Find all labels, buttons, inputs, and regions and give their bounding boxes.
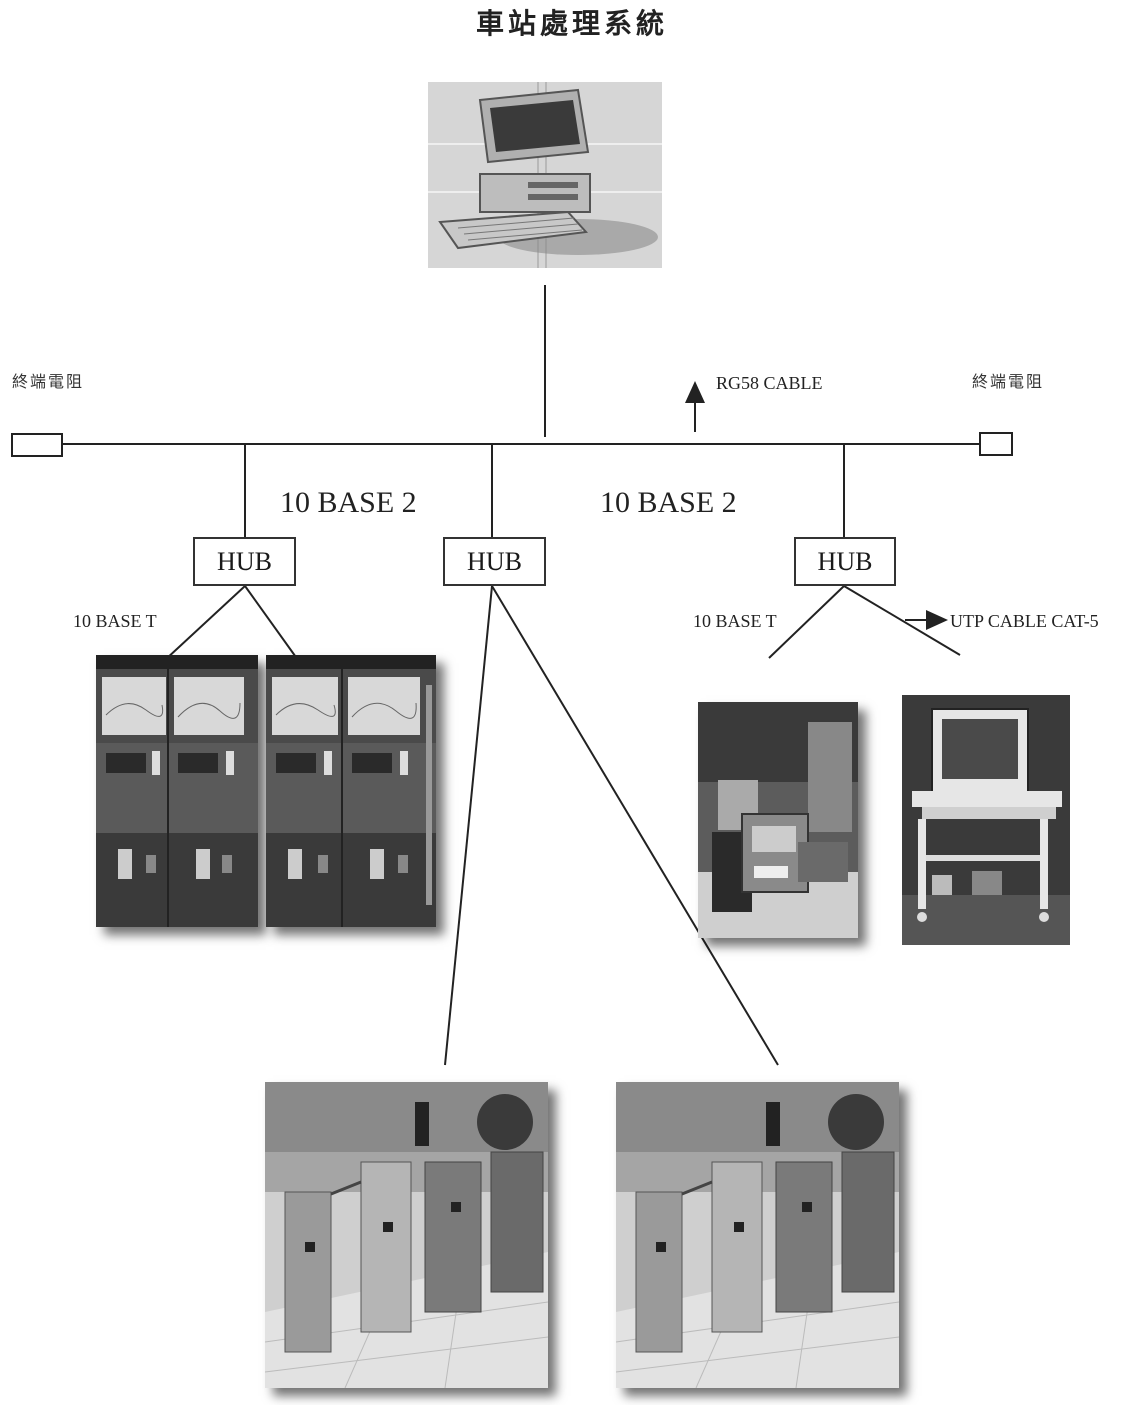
segment-label-right: 10 BASE 2 <box>600 486 737 519</box>
utp-cable-label: UTP CABLE CAT-5 <box>950 611 1099 631</box>
hub3-link-left <box>768 585 845 659</box>
hub-right: HUB <box>794 537 896 586</box>
computer-terminal-image <box>902 695 1070 945</box>
hub3-link-right <box>843 585 961 656</box>
segment-label-left: 10 BASE 2 <box>280 486 417 519</box>
rg58-cable-label: RG58 CABLE <box>716 373 823 393</box>
desktop-computer-icon <box>428 82 662 268</box>
terminator-left-box <box>11 433 63 457</box>
hub-center: HUB <box>443 537 546 586</box>
terminator-left-label: 終端電阻 <box>12 372 85 391</box>
diagram-title: 車站處理系統 <box>475 7 668 40</box>
base-t-label-left: 10 BASE T <box>73 611 157 631</box>
ticket-vending-machine-image-2 <box>266 655 436 927</box>
ticket-vending-machine-image <box>96 655 258 927</box>
fare-gate-image-2 <box>616 1082 899 1388</box>
base-t-label-right: 10 BASE T <box>693 611 777 631</box>
terminator-right-label: 終端電阻 <box>972 372 1045 391</box>
hub1-link-left <box>164 585 246 661</box>
utp-arrowhead <box>926 610 948 630</box>
hub1-link-right <box>244 585 299 661</box>
hub2-link-left <box>444 585 493 1066</box>
rg58-arrowhead <box>685 381 705 403</box>
workstation-image <box>698 702 858 938</box>
terminator-right-box <box>979 432 1013 456</box>
fare-gate-image <box>265 1082 548 1388</box>
hub2-link-right <box>491 585 779 1066</box>
hub-left: HUB <box>193 537 296 586</box>
